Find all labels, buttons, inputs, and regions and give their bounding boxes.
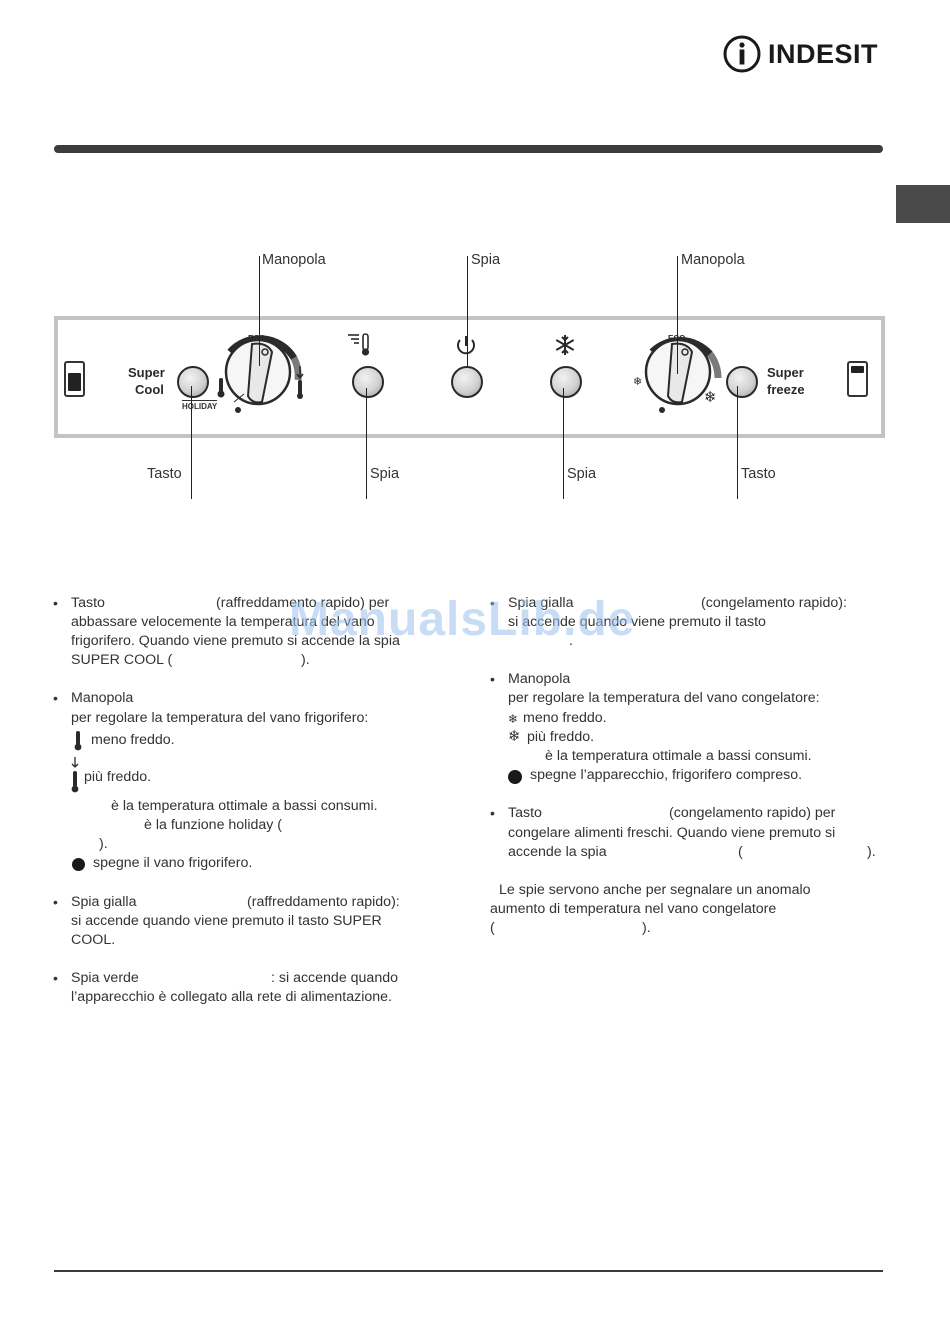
snowflake-icon <box>555 335 575 355</box>
footer-rule <box>54 1270 883 1272</box>
text-line: si accende quando viene premuto il tasto… <box>71 913 382 929</box>
text-line: Manopola <box>71 690 134 706</box>
fridge-thermostat-knob[interactable]: ECO <box>212 330 312 420</box>
leader-manopola-right <box>677 256 678 374</box>
section-tab <box>896 185 950 223</box>
bullet: • <box>53 970 58 986</box>
thermometer-high-icon <box>71 757 79 793</box>
text-line: ). <box>301 652 310 668</box>
text-line: Le spie servono anche per segnalare un a… <box>499 882 811 898</box>
text-line: Tasto <box>508 805 542 821</box>
text-line: abbassare velocemente la temperatura del… <box>71 614 375 630</box>
text-line: meno freddo. <box>523 710 607 726</box>
text-line: frigorifero. Quando viene premuto si acc… <box>71 633 400 649</box>
text-line: più freddo. <box>84 769 152 785</box>
text-line: aumento di temperatura nel vano congelat… <box>490 901 777 917</box>
super-freeze-lamp <box>550 366 582 398</box>
callout-tasto-left: Tasto <box>147 466 182 482</box>
bullet: • <box>490 671 495 687</box>
header-rule <box>54 145 883 153</box>
svg-text:ECO: ECO <box>248 334 265 343</box>
text-line: è la temperatura ottimale a bassi consum… <box>545 748 812 764</box>
text-line: si accende quando viene premuto il tasto <box>508 614 766 630</box>
leader-spia-top <box>467 256 468 366</box>
text-line: accende la spia <box>508 844 607 860</box>
text-line: SUPER COOL ( <box>71 652 173 668</box>
leader-tasto-right <box>737 386 738 499</box>
text-line: ( <box>738 844 743 860</box>
text-line: spegne l’apparecchio, frigorifero compre… <box>530 767 803 783</box>
leader-spia-left <box>366 388 367 499</box>
freezer-lamp-indicator <box>847 361 868 397</box>
leader-spia-right <box>563 388 564 499</box>
bullet: • <box>490 805 495 821</box>
text-line: spegne il vano frigorifero. <box>93 855 253 871</box>
text-line: Spia gialla <box>71 894 137 910</box>
text-line: ). <box>642 920 651 936</box>
snowflake-large-icon: ❄ <box>508 728 521 745</box>
super-freeze-button[interactable] <box>726 366 758 398</box>
super-cool-button[interactable] <box>177 366 209 398</box>
text-line: : si accende quando <box>271 970 398 986</box>
bullet: • <box>53 690 58 706</box>
text-line: ). <box>99 836 108 852</box>
brand-logo-icon <box>723 35 761 73</box>
svg-text:ECO: ECO <box>668 334 685 343</box>
text-line: COOL. <box>71 932 116 948</box>
text-line: congelare alimenti freschi. Quando viene… <box>508 825 836 841</box>
callout-spia-top: Spia <box>471 252 501 268</box>
super-cool-label-2: Cool <box>135 382 164 397</box>
bullet: • <box>490 595 495 611</box>
super-freeze-label-2: freeze <box>767 382 805 397</box>
thermometer-low-icon <box>74 731 82 751</box>
super-cool-lamp <box>352 366 384 398</box>
callout-manopola-left: Manopola <box>262 252 326 268</box>
brand-logo: INDESIT <box>722 34 878 74</box>
text-line: (raffreddamento rapido) per <box>216 595 390 611</box>
text-line: per regolare la temperatura del vano fri… <box>71 710 369 726</box>
text-line: più freddo. <box>527 729 595 745</box>
callout-manopola-right: Manopola <box>681 252 745 268</box>
text-line: è la funzione holiday ( <box>144 817 283 833</box>
callout-tasto-right: Tasto <box>741 466 776 482</box>
bullet: • <box>53 894 58 910</box>
super-cool-label-1: Super <box>128 365 165 380</box>
text-line: Spia gialla <box>508 595 574 611</box>
text-line: Manopola <box>508 671 571 687</box>
leader-tasto-left <box>191 386 192 499</box>
freezer-thermostat-knob[interactable]: ECO ❄ ❄ <box>630 330 730 420</box>
callout-spia-right: Spia <box>567 466 597 482</box>
power-icon <box>457 336 475 355</box>
off-dot-icon <box>508 770 522 784</box>
fridge-lamp-indicator <box>64 361 85 397</box>
svg-text:❄: ❄ <box>704 389 717 406</box>
brand-name: INDESIT <box>768 38 879 69</box>
text-line: (congelamento rapido): <box>701 595 847 611</box>
text-line: ( <box>490 920 495 936</box>
text-line: ). <box>867 844 876 860</box>
bullet: • <box>53 595 58 611</box>
text-line: (raffreddamento rapido): <box>247 894 400 910</box>
text-line: per regolare la temperatura del vano con… <box>508 690 820 706</box>
super-freeze-label-1: Super <box>767 365 804 380</box>
text-line: . <box>569 633 573 649</box>
leader-manopola-left <box>259 256 260 366</box>
text-line: Spia verde <box>71 970 139 986</box>
text-line: (congelamento rapido) per <box>669 805 836 821</box>
watermark: ManualsLib.de <box>289 593 636 646</box>
text-line: Tasto <box>71 595 105 611</box>
power-lamp <box>451 366 483 398</box>
svg-text:❄: ❄ <box>633 376 642 388</box>
off-dot-icon <box>72 858 85 871</box>
text-line: meno freddo. <box>91 732 175 748</box>
text-line: l’apparecchio è collegato alla rete di a… <box>71 989 392 1005</box>
callout-spia-left: Spia <box>370 466 400 482</box>
snowflake-small-icon: ❄ <box>508 712 519 726</box>
thermometer-icon <box>348 333 370 356</box>
holiday-label: HOLIDAY <box>182 400 218 411</box>
text-line: è la temperatura ottimale a bassi consum… <box>111 798 378 814</box>
